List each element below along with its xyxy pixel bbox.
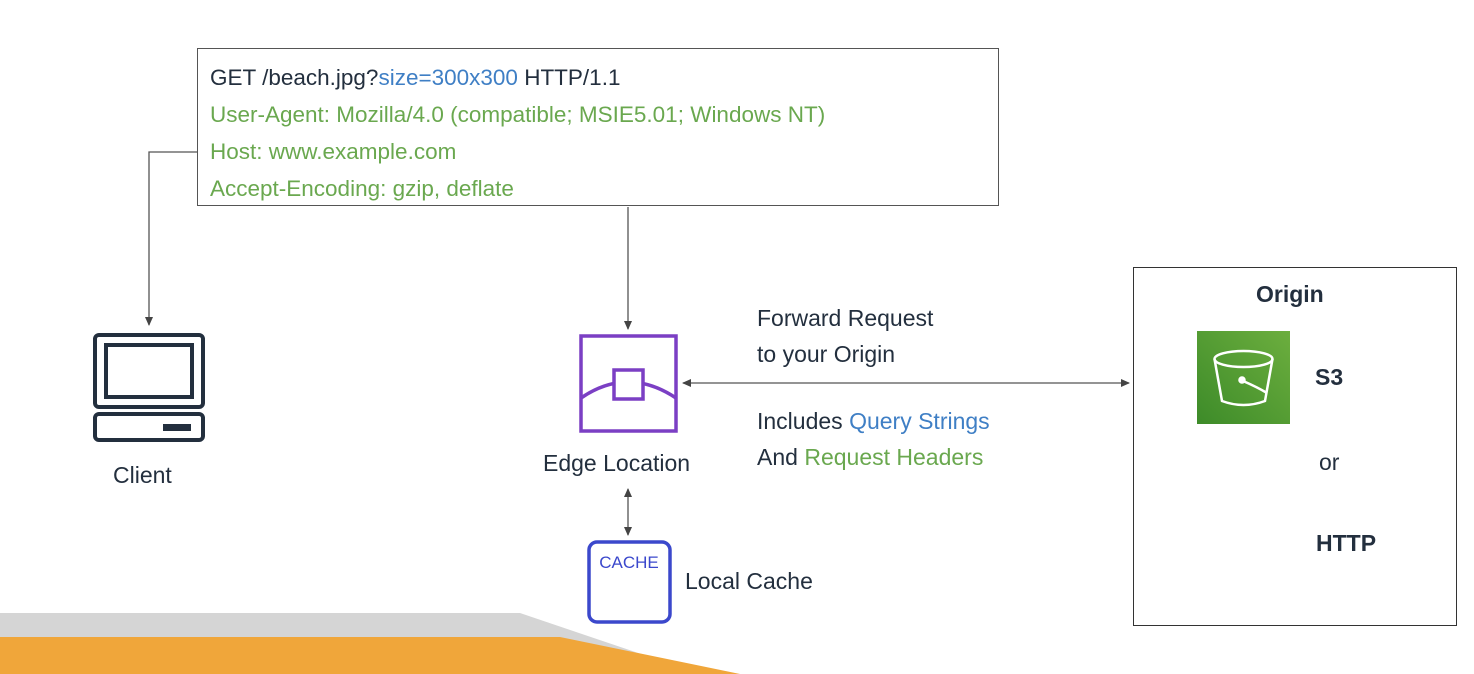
and-prefix: And bbox=[757, 444, 805, 470]
origin-title: Origin bbox=[1256, 281, 1324, 307]
request-headers-highlight: Request Headers bbox=[804, 444, 984, 470]
client-label: Client bbox=[113, 462, 172, 488]
and-request-headers: And Request Headers bbox=[757, 444, 983, 471]
request-to-client-connector bbox=[145, 151, 197, 326]
origin-box bbox=[1133, 267, 1457, 626]
desktop-computer-icon bbox=[93, 333, 205, 442]
header-host: Host: www.example.com bbox=[210, 139, 457, 164]
header-accept-encoding: Accept-Encoding: gzip, deflate bbox=[210, 176, 514, 201]
request-method-path: GET /beach.jpg? bbox=[210, 65, 379, 90]
cache-icon: CACHE bbox=[587, 540, 672, 624]
or-label: or bbox=[1319, 449, 1340, 475]
s3-bucket-icon bbox=[1197, 331, 1290, 424]
footer-orange-band bbox=[0, 637, 740, 674]
s3-label: S3 bbox=[1315, 364, 1344, 390]
query-strings-highlight: Query Strings bbox=[849, 408, 990, 434]
http-request-box: GET /beach.jpg?size=300x300 HTTP/1.1 Use… bbox=[197, 48, 999, 206]
includes-query-strings: Includes Query Strings bbox=[757, 408, 990, 435]
svg-text:CACHE: CACHE bbox=[599, 553, 659, 572]
request-line: GET /beach.jpg?size=300x300 HTTP/1.1 bbox=[210, 59, 986, 96]
local-cache-label: Local Cache bbox=[685, 568, 813, 594]
includes-prefix: Includes bbox=[757, 408, 850, 434]
request-query-string: size=300x300 bbox=[378, 65, 518, 90]
edge-location-label: Edge Location bbox=[543, 450, 691, 476]
forward-request-line2: to your Origin bbox=[757, 341, 896, 367]
forward-request-line1: Forward Request bbox=[757, 305, 934, 331]
header-user-agent: User-Agent: Mozilla/4.0 (compatible; MSI… bbox=[210, 102, 826, 127]
bucket-icon bbox=[1213, 349, 1274, 407]
request-protocol: HTTP/1.1 bbox=[517, 65, 621, 90]
edge-location-icon bbox=[579, 334, 678, 433]
http-label: HTTP bbox=[1316, 530, 1377, 556]
